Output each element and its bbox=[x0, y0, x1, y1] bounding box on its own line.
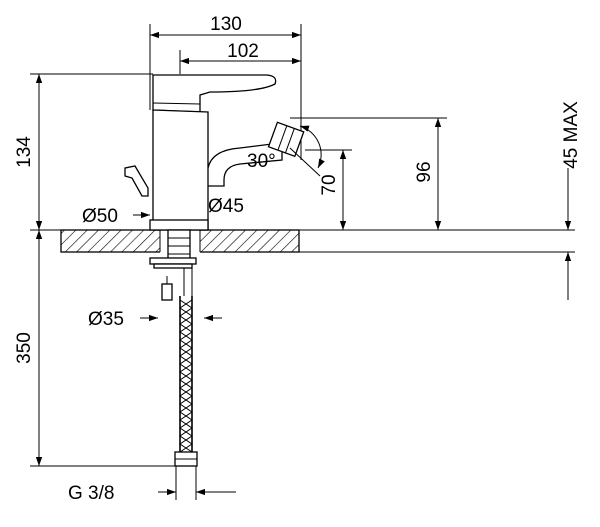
braided-hose bbox=[174, 296, 198, 467]
dim-96-label: 96 bbox=[414, 161, 435, 182]
thread-label: G 3/8 bbox=[68, 483, 114, 504]
dimension-70: 70 bbox=[305, 149, 352, 230]
dim-d35-label: Ø35 bbox=[88, 309, 124, 330]
dimension-350: 350 bbox=[14, 230, 180, 467]
dimension-45-max: 45 MAX bbox=[561, 101, 582, 300]
dim-45max-label: 45 MAX bbox=[561, 101, 582, 169]
angle-30: 30° bbox=[247, 125, 325, 177]
dimension-thread: G 3/8 bbox=[68, 466, 236, 504]
dim-d50-label: Ø50 bbox=[82, 206, 118, 227]
dim-d45-label: Ø45 bbox=[208, 196, 244, 217]
faucet-body bbox=[124, 74, 305, 231]
dimension-d35: Ø35 bbox=[88, 309, 222, 330]
deck-plate bbox=[30, 229, 575, 253]
dim-102-label: 102 bbox=[227, 41, 259, 62]
dim-350-label: 350 bbox=[14, 332, 35, 364]
dim-130-label: 130 bbox=[210, 14, 242, 35]
dim-70-label: 70 bbox=[319, 174, 340, 195]
dimension-96: 96 bbox=[290, 117, 447, 230]
dim-134-label: 134 bbox=[14, 136, 35, 168]
mounting-stud bbox=[149, 229, 197, 301]
dimension-102: 102 bbox=[179, 41, 301, 74]
angle-label: 30° bbox=[247, 151, 276, 172]
